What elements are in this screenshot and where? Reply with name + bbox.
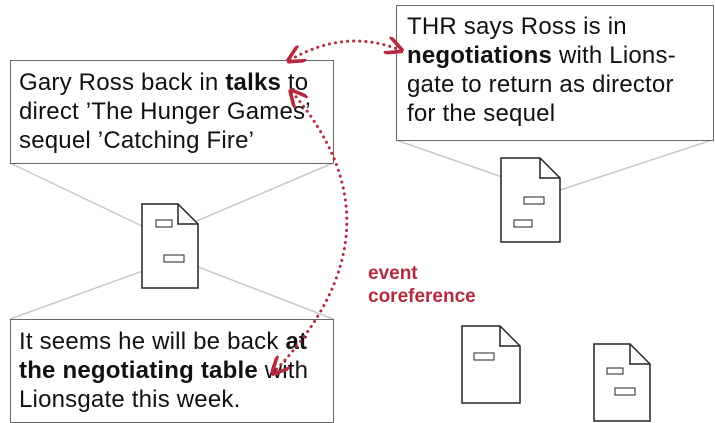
relation-label: event coreference bbox=[368, 262, 476, 308]
event-mention-negotiations: negotiations bbox=[407, 42, 553, 69]
document-icon bbox=[141, 203, 199, 289]
zoom-lines bbox=[9, 139, 713, 320]
snippet-text: Gary Ross back in bbox=[19, 69, 226, 96]
document-snippet-box: It seems he will be back at the negotiat… bbox=[10, 319, 334, 423]
document-icon bbox=[593, 343, 651, 422]
event-mention-talks: talks bbox=[225, 69, 282, 96]
document-snippet-box: Gary Ross back in talks to direct ’The H… bbox=[10, 60, 334, 164]
snippet-text: It seems he will be back bbox=[19, 328, 286, 355]
document-icon bbox=[461, 325, 521, 404]
snippet-text: THR says Ross is in bbox=[407, 13, 627, 40]
document-icon bbox=[500, 157, 561, 243]
document-snippet-box: THR says Ross is in negotiations with Li… bbox=[396, 5, 714, 141]
relation-label-line2: coreference bbox=[368, 286, 476, 307]
snippet-text: with Lions-gate to return as director fo… bbox=[407, 42, 676, 127]
relation-label-line1: event bbox=[368, 263, 418, 284]
snippet-text: to direct ’The Hunger Games’ sequel ’Cat… bbox=[19, 69, 310, 154]
